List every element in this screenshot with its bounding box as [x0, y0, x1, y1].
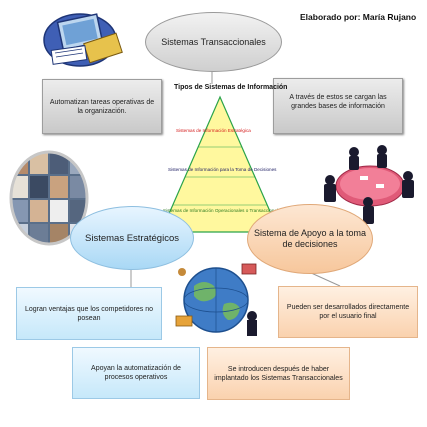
pyramid-title: Tipos de Sistemas de Información: [174, 84, 288, 91]
pyramid-level-operational: Sistemas de Información Operacionales o …: [163, 208, 283, 213]
pyramid-level-decision: Sistemas de Información para la Toma de …: [168, 167, 277, 172]
automate-tasks-box: Automatizan tareas operativas de la orga…: [42, 79, 162, 134]
meeting-table-icon: [324, 145, 414, 224]
computer-clipart-icon: [43, 13, 123, 67]
decision-support-ellipse: Sistema de Apoyo a la toma de decisiones: [247, 204, 373, 274]
after-transactional-box: Se introducen después de haber implantad…: [207, 347, 350, 400]
load-databases-box: A través de estos se cargan las grandes …: [273, 78, 403, 134]
author-credit: Elaborado por: María Rujano: [300, 12, 417, 22]
end-user-development-box: Pueden ser desarrollados directamente po…: [278, 286, 418, 338]
information-systems-pyramid: [160, 95, 280, 233]
process-automation-box: Apoyan la automatización de procesos ope…: [72, 347, 200, 399]
globe-business-icon: [175, 263, 257, 336]
pyramid-level-strategic: Sistemas de Información Estratégica: [176, 128, 251, 133]
strategic-systems-ellipse: Sistemas Estratégicos: [70, 206, 194, 270]
transaction-systems-ellipse: Sistemas Transaccionales: [145, 12, 282, 72]
competitive-advantage-box: Logran ventajas que los competidores no …: [16, 287, 162, 340]
